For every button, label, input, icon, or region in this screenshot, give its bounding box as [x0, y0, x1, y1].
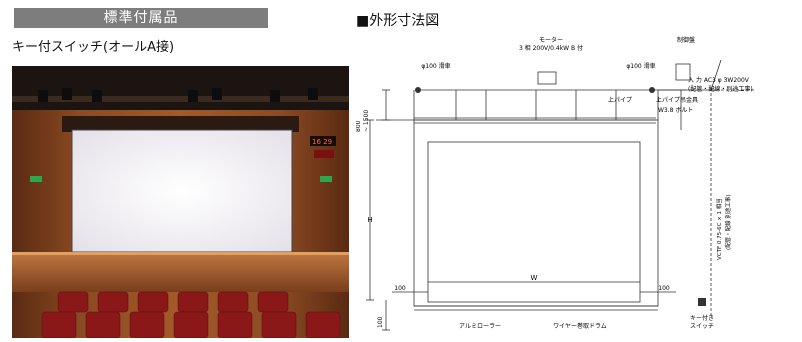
theater-screen-photo: 16 29 [12, 66, 349, 338]
label-input: 入 力 AC3 φ 3W200V [688, 76, 750, 84]
label-pulley-right: φ100 滑車 [626, 62, 655, 70]
label-upper-pipe-fitting: 上パイプ吊金具 [656, 96, 698, 104]
dimension-diagram: モーター 3 相 200V/0.4kW B 付 φ100 滑車 φ100 滑車 … [355, 30, 802, 338]
accessory-subtitle: キー付スイッチ(オールA接) [12, 40, 175, 55]
theater-photo-image: 16 29 [12, 66, 349, 338]
label-upper-pipe: 上パイプ [608, 96, 632, 104]
label-width: W [531, 274, 538, 282]
svg-text:16 29: 16 29 [312, 138, 332, 146]
dimension-diagram-svg: モーター 3 相 200V/0.4kW B 付 φ100 滑車 φ100 滑車 … [355, 36, 756, 331]
label-motor-spec: 3 相 200V/0.4kW B 付 [519, 44, 583, 52]
pulley-right-icon [649, 87, 655, 93]
label-key-switch-2: スイッチ [690, 323, 714, 330]
label-bottom-margin: 100 [377, 316, 384, 328]
label-motor: モーター [539, 36, 563, 44]
label-control-panel: 制御盤 [677, 36, 695, 44]
control-panel-icon [675, 63, 691, 81]
label-cable-note: (配管・配線 別途工事) [724, 194, 732, 250]
header-label: 標準付属品 [103, 10, 179, 26]
diagram-title: ■外形寸法図 [356, 13, 440, 29]
label-wiring-note: (配管・配線・別途工事) [688, 85, 753, 93]
key-switch-icon [698, 298, 706, 306]
label-cable: VCTF 0.75-6C × 1 相当 [715, 198, 723, 260]
label-bolt: W3.8 ボルト [658, 106, 693, 114]
label-range-bottom: ~ 1500 [363, 110, 370, 132]
label-alumi-roller: アルミローラー [459, 323, 501, 330]
label-wire-drum: ワイヤー巻取ドラム [553, 322, 607, 330]
label-range-top: 800 [356, 120, 362, 132]
label-margin-left: 100 [394, 285, 406, 292]
motor-icon [537, 71, 557, 85]
label-key-switch: キー付き [690, 314, 714, 322]
label-pulley-left: φ100 滑車 [421, 62, 450, 70]
header-bar: 標準付属品 [14, 8, 268, 28]
label-height: H [367, 216, 372, 224]
label-margin-right: 100 [658, 285, 670, 292]
pulley-left-icon [415, 87, 421, 93]
screen-outline [427, 141, 641, 303]
